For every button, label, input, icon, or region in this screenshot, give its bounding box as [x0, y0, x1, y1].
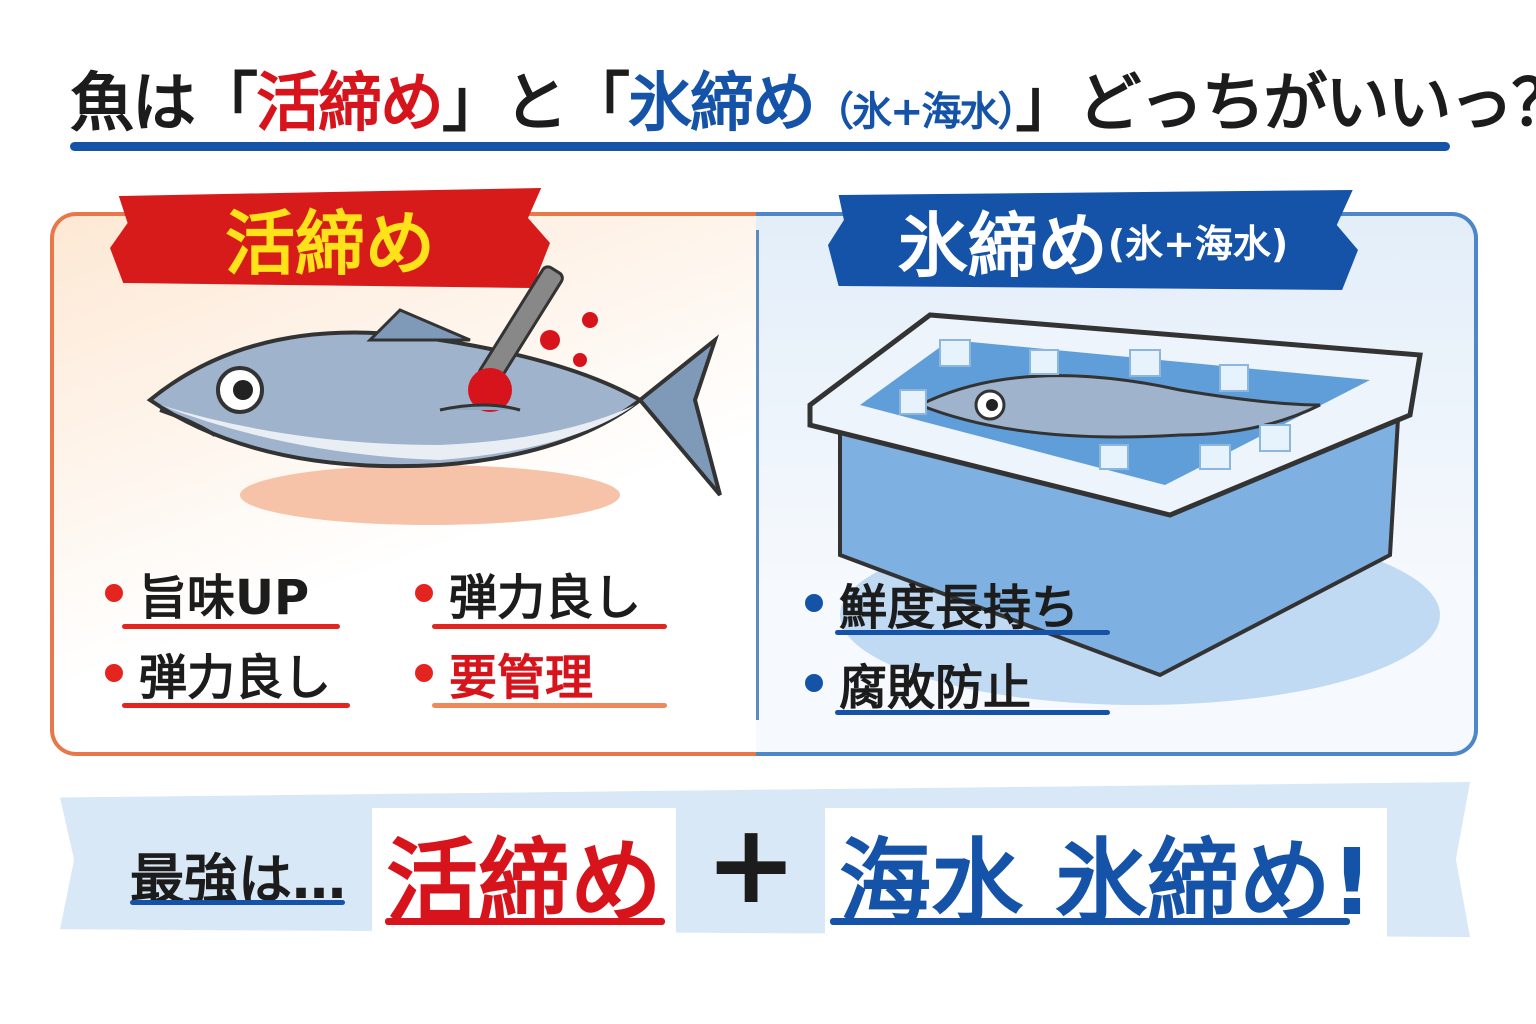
- ice-banner-paren: (氷+海水): [1107, 221, 1289, 266]
- underline: [830, 918, 1350, 925]
- fish-spike-illustration: [146, 265, 722, 525]
- underline: [432, 703, 667, 708]
- ice-bullet-1: 鮮度長持ち: [805, 568, 1079, 638]
- cooler-ice-illustration: [807, 312, 1440, 705]
- title-ice: 氷締め: [628, 67, 816, 141]
- title-mid: 」と「: [442, 67, 630, 141]
- underline: [122, 624, 340, 629]
- title-underline: [70, 142, 1450, 151]
- live-banner: 活締め: [110, 188, 550, 288]
- live-bullet-1: 旨味UP: [105, 558, 309, 628]
- underline: [835, 630, 1110, 635]
- ice-banner: 氷締め(氷+海水): [828, 190, 1358, 290]
- divider: [756, 230, 759, 720]
- bullet-label: 弾力良し: [449, 570, 642, 626]
- ice-banner-text: 氷締め: [897, 204, 1108, 287]
- underline: [130, 900, 345, 905]
- title-ice-paren: （氷+海水）: [814, 89, 1018, 135]
- live-bullet-2: 弾力良し: [415, 558, 641, 628]
- title-live: 活締め: [256, 67, 444, 141]
- bullet-label: 要管理: [449, 650, 594, 706]
- bullet-dot-icon: [415, 664, 433, 682]
- live-bullet-3: 弾力良し: [105, 638, 331, 708]
- bullet-label: 鮮度長持ち: [839, 580, 1080, 636]
- bullet-label: 弾力良し: [139, 650, 332, 706]
- bullet-label: 腐敗防止: [839, 660, 1032, 716]
- underline: [835, 710, 1110, 715]
- bullet-dot-icon: [415, 584, 433, 602]
- ice-bullet-2: 腐敗防止: [805, 648, 1031, 718]
- underline: [122, 703, 350, 708]
- bullet-dot-icon: [805, 594, 823, 612]
- underline: [385, 918, 665, 925]
- page-title: 魚は「活締め」と「氷締め（氷+海水）」どっちがいいっ？: [70, 52, 1536, 144]
- live-banner-text: 活締め: [225, 202, 435, 285]
- title-prefix: 魚は「: [70, 67, 258, 141]
- plus-sign: +: [705, 800, 798, 928]
- bullet-label: 旨味UP: [139, 570, 310, 626]
- bullet-dot-icon: [805, 674, 823, 692]
- underline: [432, 624, 667, 629]
- bullet-dot-icon: [105, 664, 123, 682]
- title-suffix: 」どっちがいいっ？: [1015, 67, 1536, 141]
- live-bullet-4: 要管理: [415, 638, 593, 708]
- bullet-dot-icon: [105, 584, 123, 602]
